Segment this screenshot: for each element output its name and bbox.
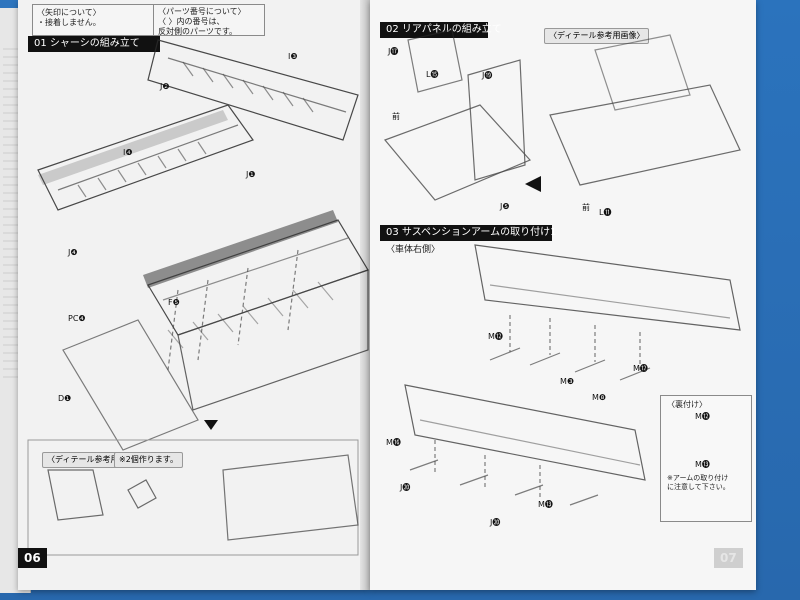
part-label: M⓬ bbox=[633, 364, 648, 373]
legend-part-label: M⓬ bbox=[695, 412, 710, 421]
legend-part-label: M⓭ bbox=[695, 460, 710, 469]
part-label: L⓫ bbox=[599, 208, 612, 217]
arrow-icon bbox=[204, 420, 218, 430]
part-label: M❸ bbox=[560, 377, 575, 386]
left-page: 〈矢印について〉 ・接着しません。 〈パーツ番号について〉 〈 〉内の番号は、 … bbox=[18, 0, 370, 590]
part-label: J⓱ bbox=[388, 47, 399, 56]
section-03-header: 03 サスペンションアームの取り付け1 bbox=[380, 225, 556, 241]
part-label: M⓬ bbox=[488, 332, 503, 341]
part-label: L⓯ bbox=[426, 70, 439, 79]
parts-numbers-box: 〈パーツ番号について〉 〈 〉内の番号は、 反対側のパーツです。 bbox=[153, 4, 265, 36]
detail-reference-label-right: 〈ディテール参考用画像〉 bbox=[544, 28, 650, 44]
part-label: J❶ bbox=[246, 170, 256, 179]
page-number-right: 07 bbox=[714, 548, 743, 568]
part-label: PC❹ bbox=[68, 314, 86, 323]
legend-title: 〈裏付け〉 bbox=[667, 400, 707, 409]
right-page: 02 リアパネルの組み立て 〈ディテール参考用画像〉 03 サスペンションアーム… bbox=[370, 0, 756, 590]
arrow-notes-box: 〈矢印について〉 ・接着しません。 bbox=[32, 4, 154, 36]
section-02-header: 02 リアパネルの組み立て bbox=[380, 22, 502, 38]
page-number-left: 06 bbox=[18, 548, 47, 568]
right-page-drawings bbox=[383, 29, 741, 506]
front-label: 前 bbox=[582, 203, 590, 212]
arrow-notes-text: 〈矢印について〉 ・接着しません。 bbox=[37, 8, 101, 27]
part-label: M❽ bbox=[592, 393, 607, 402]
make-two-note: ※2個作ります。 bbox=[114, 452, 183, 468]
part-label: M⓰ bbox=[386, 438, 401, 447]
part-label: J❹ bbox=[68, 248, 78, 257]
part-label: J❷ bbox=[160, 82, 170, 91]
arrow-icon bbox=[525, 176, 541, 192]
front-label: 前 bbox=[392, 112, 400, 121]
part-label: J⓴ bbox=[490, 518, 501, 527]
part-label: D❶ bbox=[58, 394, 72, 403]
part-label: J⓳ bbox=[482, 71, 493, 80]
left-page-drawings bbox=[27, 39, 369, 556]
section-01-header: 01 シャーシの組み立て bbox=[28, 36, 160, 52]
part-label: I❸ bbox=[288, 52, 298, 61]
legend-note: ※アームの取り付け に注意して下さい。 bbox=[667, 474, 730, 491]
part-label: F❺ bbox=[168, 298, 180, 307]
part-label: M⓭ bbox=[538, 500, 553, 509]
part-label: J⓴ bbox=[400, 483, 411, 492]
parts-numbers-text: 〈パーツ番号について〉 〈 〉内の番号は、 反対側のパーツです。 bbox=[158, 7, 246, 36]
part-label: I❹ bbox=[123, 148, 133, 157]
reference-legend-box: 〈裏付け〉 ※アームの取り付け に注意して下さい。 bbox=[660, 395, 752, 522]
part-label: J❺ bbox=[500, 202, 510, 211]
section-03-subtitle: 〈車体右側〉 bbox=[386, 245, 441, 255]
